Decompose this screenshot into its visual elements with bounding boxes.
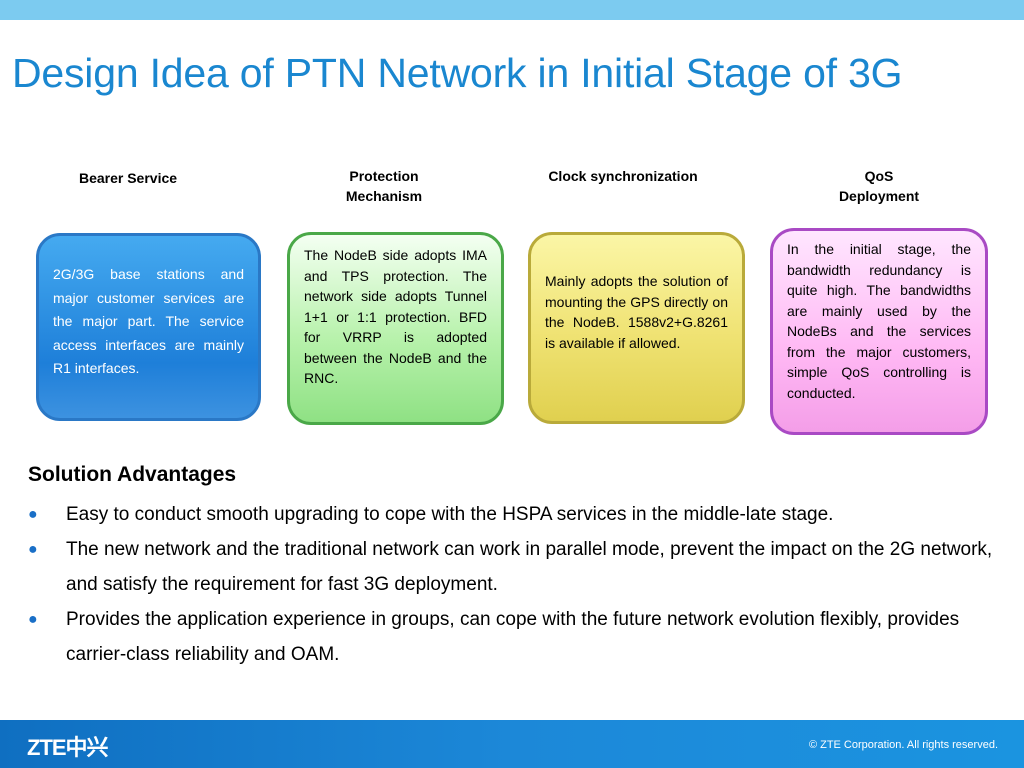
protection-mechanism-box: The NodeB side adopts IMA and TPS protec… [287,232,504,425]
footer-bar: ZTE中兴 © ZTE Corporation. All rights rese… [0,720,1024,768]
qos-deployment-box: In the initial stage, the bandwidth redu… [770,228,988,435]
heading-protection-mechanism-text: Protection Mechanism [345,168,423,204]
bullet-dot-icon: ● [28,506,38,523]
slide-title: Design Idea of PTN Network in Initial St… [12,50,903,96]
clock-sync-text: Mainly adopts the solution of mounting t… [545,273,728,351]
zte-logo: ZTE中兴 [27,735,109,760]
bearer-service-text: 2G/3G base stations and major customer s… [53,266,244,376]
heading-bearer-service: Bearer Service [78,170,178,186]
heading-protection-mechanism: Protection Mechanism [294,166,474,206]
heading-clock-sync-text: Clock synchronization [548,168,698,184]
bearer-service-box: 2G/3G base stations and major customer s… [36,233,261,421]
clock-sync-box: Mainly adopts the solution of mounting t… [528,232,745,424]
protection-mechanism-text: The NodeB side adopts IMA and TPS protec… [304,247,487,386]
heading-clock-sync: Clock synchronization [533,166,713,186]
advantage-item: ● Easy to conduct smooth upgrading to co… [28,497,998,532]
advantages-list: ● Easy to conduct smooth upgrading to co… [28,497,998,672]
heading-qos-deployment: QoS Deployment [789,166,969,206]
advantage-item: ● Provides the application experience in… [28,602,998,672]
advantage-text: Easy to conduct smooth upgrading to cope… [66,504,834,525]
heading-qos-deployment-text: QoS Deployment [838,168,920,204]
advantage-text: Provides the application experience in g… [66,609,960,665]
top-band [0,0,1024,20]
advantages-title: Solution Advantages [28,463,237,486]
bullet-dot-icon: ● [28,611,38,628]
bullet-dot-icon: ● [28,541,38,558]
qos-deployment-text: In the initial stage, the bandwidth redu… [787,241,971,401]
copyright-text: © ZTE Corporation. All rights reserved. [808,739,998,751]
advantage-item: ● The new network and the traditional ne… [28,532,998,602]
advantage-text: The new network and the traditional netw… [66,539,993,595]
